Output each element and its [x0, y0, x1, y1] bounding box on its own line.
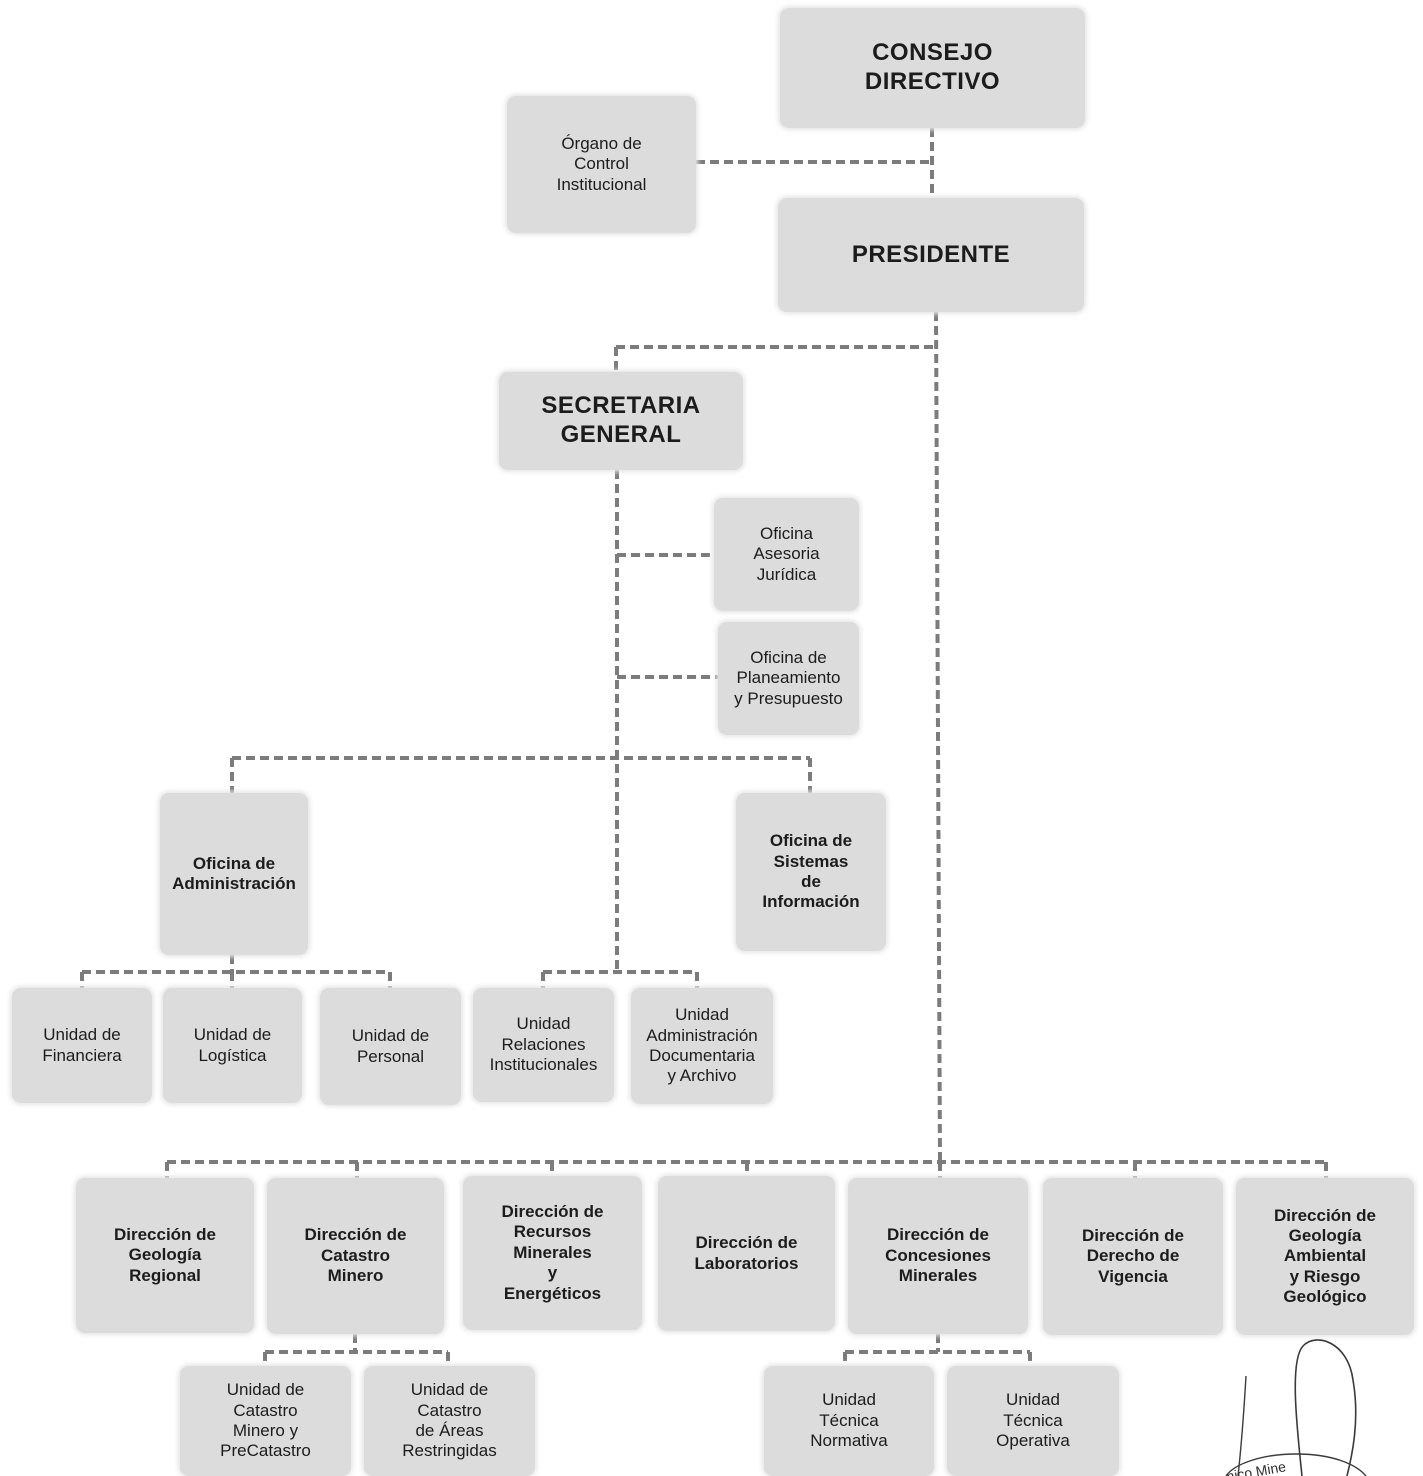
unidad-financiera-box: Unidad de Financiera: [12, 988, 152, 1103]
unidad-tecnica-normativa-box: Unidad Técnica Normativa: [764, 1366, 934, 1476]
unidad-relaciones-box: Unidad Relaciones Institucionales: [473, 988, 614, 1102]
direccion-catastro-box: Dirección de Catastro Minero: [267, 1178, 444, 1334]
unidad-documentaria-box: Unidad Administración Documentaria y Arc…: [631, 988, 773, 1104]
oficina-planeamiento-box: Oficina de Planeamiento y Presupuesto: [718, 622, 859, 735]
direccion-concesiones-box: Dirección de Concesiones Minerales: [848, 1178, 1028, 1334]
direccion-geologia-regional-box: Dirección de Geología Regional: [76, 1178, 254, 1333]
direccion-derecho-box: Dirección de Derecho de Vigencia: [1043, 1178, 1223, 1335]
unidad-areas-restringidas-box: Unidad de Catastro de Áreas Restringidas: [364, 1366, 535, 1476]
oficina-administracion-box: Oficina de Administración: [160, 793, 308, 955]
direccion-geologia-ambiental-box: Dirección de Geología Ambiental y Riesgo…: [1236, 1178, 1414, 1335]
secretaria-general-box: SECRETARIA GENERAL: [499, 372, 743, 470]
oficina-sistemas-box: Oficina de Sistemas de Información: [736, 793, 886, 951]
direccion-recursos-box: Dirección de Recursos Minerales y Energé…: [463, 1176, 642, 1330]
svg-text:nico Mine: nico Mine: [1225, 1458, 1287, 1476]
unidad-personal-box: Unidad de Personal: [320, 988, 461, 1105]
presidente-box: PRESIDENTE: [778, 198, 1084, 312]
unidad-tecnica-operativa-box: Unidad Técnica Operativa: [947, 1366, 1119, 1476]
unidad-catastro-minero-box: Unidad de Catastro Minero y PreCatastro: [180, 1366, 351, 1476]
consejo-directivo-box: CONSEJO DIRECTIVO: [780, 8, 1085, 128]
oficina-asesoria-box: Oficina Asesoria Jurídica: [714, 498, 859, 611]
organo-control-box: Órgano de Control Institucional: [507, 96, 696, 233]
unidad-logistica-box: Unidad de Logística: [163, 988, 302, 1103]
direccion-laboratorios-box: Dirección de Laboratorios: [658, 1176, 835, 1331]
